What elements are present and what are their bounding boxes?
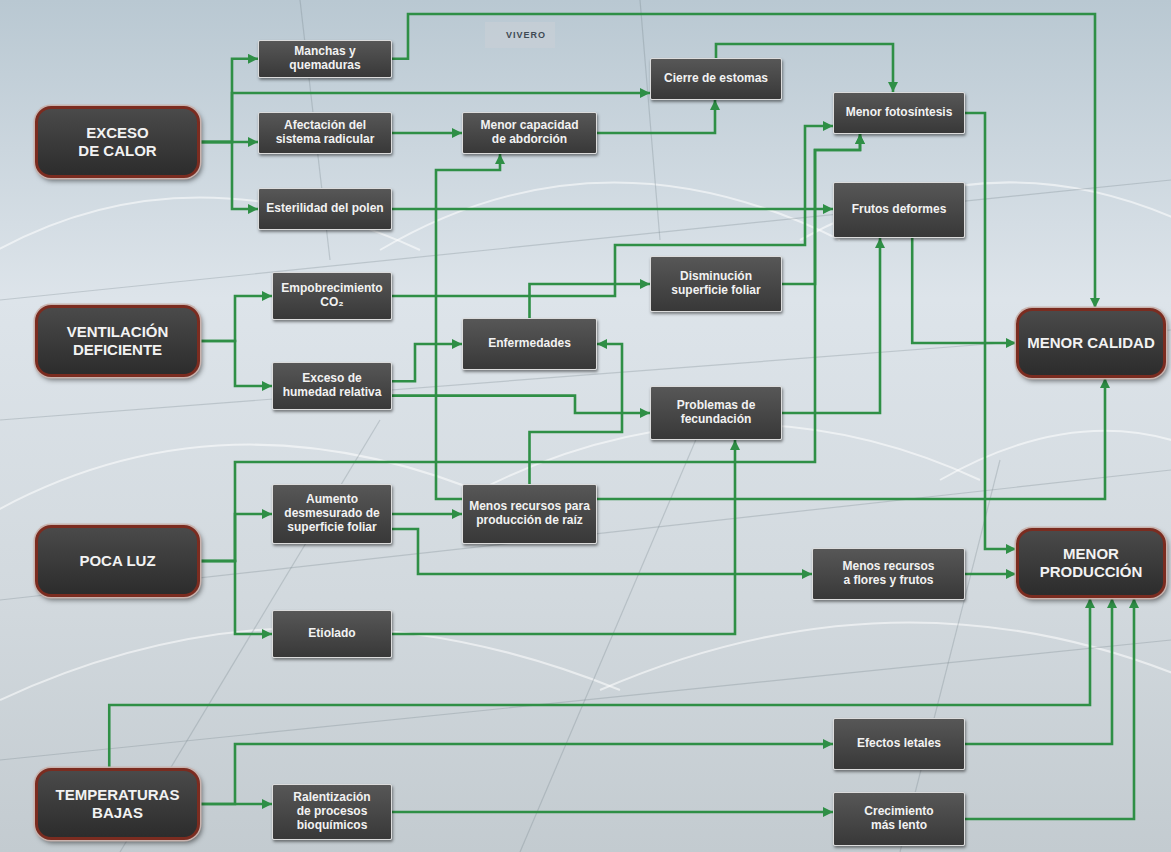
connector-arrow [200, 296, 272, 341]
process-box: Etiolado [272, 610, 392, 658]
process-box: Afectación del sistema radicular [258, 112, 392, 154]
process-box: Menos recursos para producción de raíz [462, 484, 597, 544]
box-text: Cierre de estomas [664, 72, 768, 86]
connector-arrow [392, 811, 833, 814]
process-box: Ralentización de procesos bioquímicos [272, 784, 392, 840]
category-box: VENTILACIÓN DEFICIENTE [35, 305, 200, 377]
process-box: Empobrecimiento CO₂ [272, 272, 392, 320]
process-box: Menor capacidad de abdorción [462, 112, 597, 154]
process-box: Menor fotosíntesis [833, 92, 965, 134]
process-box: Esterilidad del polen [258, 188, 392, 230]
process-box: Aumento desmesurado de superficie foliar [272, 484, 392, 544]
box-text: Menos recursos para producción de raíz [467, 500, 592, 528]
connector-arrow [200, 59, 258, 142]
sign-text: VIVERO [506, 30, 546, 40]
connector-arrow [912, 238, 1016, 343]
box-text: Empobrecimiento CO₂ [277, 282, 387, 310]
connector-arrow [392, 440, 735, 634]
connector-arrow [597, 100, 715, 133]
process-box: Crecimiento más lento [833, 792, 965, 846]
box-text: Manchas y quemaduras [263, 45, 387, 73]
category-box: EXCESO DE CALOR [35, 106, 200, 178]
box-text: Exceso de humedad relativa [277, 372, 387, 400]
box-text: Afectación del sistema radicular [263, 119, 387, 147]
connector-arrow [200, 561, 272, 634]
box-text: Aumento desmesurado de superficie foliar [277, 493, 387, 534]
process-box: Problemas de fecundación [650, 386, 782, 440]
box-text: Menor fotosíntesis [846, 106, 953, 120]
connector-arrow [392, 513, 462, 516]
category-box: MENOR CALIDAD [1016, 308, 1166, 378]
process-box: Enfermedades [462, 318, 597, 370]
process-box: Disminución superficie foliar [650, 256, 782, 312]
box-text: Problemas de fecundación [655, 399, 777, 427]
process-box: Efectos letales [833, 718, 965, 770]
category-box: MENOR PRODUCCIÓN [1016, 528, 1166, 598]
box-text: POCA LUZ [79, 552, 155, 570]
process-box: Frutos deformes [833, 182, 965, 238]
box-text: Efectos letales [857, 737, 941, 751]
box-text: MENOR PRODUCCIÓN [1034, 545, 1149, 581]
connector-arrow [392, 344, 462, 381]
box-text: Disminución superficie foliar [655, 270, 777, 298]
box-text: EXCESO DE CALOR [68, 124, 168, 160]
process-box: Exceso de humedad relativa [272, 362, 392, 410]
connector-arrow [597, 378, 1105, 499]
connector-arrow [392, 208, 833, 211]
box-text: Menos recursos a flores y frutos [817, 560, 960, 588]
category-box: POCA LUZ [35, 525, 200, 597]
connector-arrow [200, 134, 860, 561]
box-text: MENOR CALIDAD [1027, 334, 1155, 352]
box-text: VENTILACIÓN DEFICIENTE [50, 323, 185, 359]
connector-arrow [965, 573, 1016, 576]
category-box: TEMPERATURAS BAJAS [35, 768, 200, 840]
connector-arrow [200, 142, 258, 209]
connector-arrow [530, 284, 651, 318]
box-text: Esterilidad del polen [266, 202, 383, 216]
connector-arrow [392, 396, 650, 413]
connector-arrow [965, 598, 1112, 744]
connector-arrow [965, 598, 1134, 819]
process-box: Cierre de estomas [650, 58, 782, 100]
box-text: Crecimiento más lento [838, 805, 960, 833]
process-box: Manchas y quemaduras [258, 40, 392, 78]
box-text: Etiolado [308, 627, 355, 641]
connector-arrow [200, 341, 272, 386]
connector-arrow [392, 529, 812, 574]
box-text: TEMPERATURAS BAJAS [45, 786, 190, 822]
box-text: Menor capacidad de abdorción [467, 119, 592, 147]
connector-arrow [782, 238, 880, 413]
box-text: Ralentización de procesos bioquímicos [277, 791, 387, 832]
connector-arrow [392, 132, 462, 135]
connector-arrow [965, 113, 1016, 549]
box-text: Frutos deformes [852, 203, 947, 217]
process-box: Menos recursos a flores y frutos [812, 548, 965, 600]
box-text: Enfermedades [488, 337, 571, 351]
